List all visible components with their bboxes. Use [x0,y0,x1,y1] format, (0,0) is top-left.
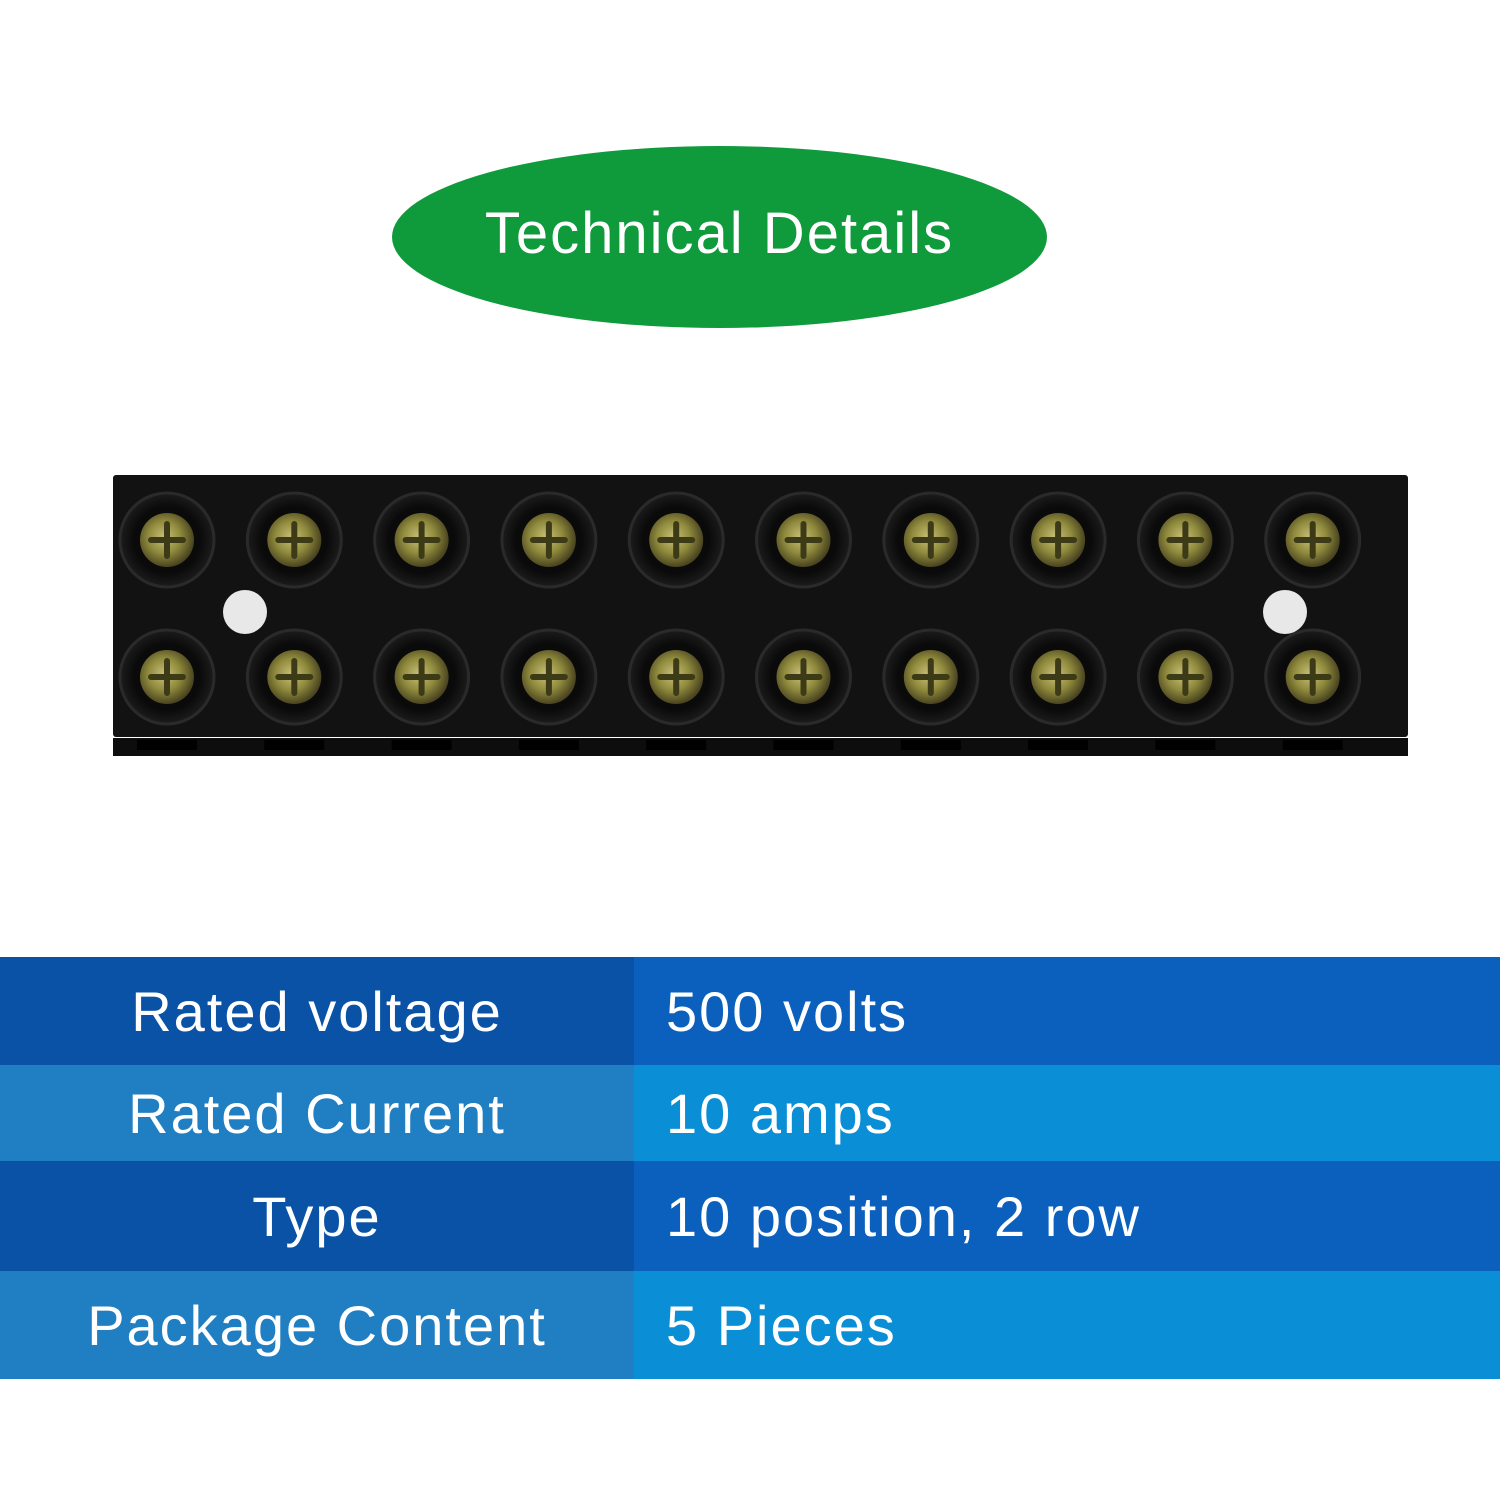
wire-slot [773,740,834,750]
spec-value: 500 volts [634,957,1500,1065]
spec-label: Rated Current [0,1065,634,1161]
wire-slot [646,740,707,750]
screw-terminal [373,491,471,589]
spec-value: 10 position, 2 row [634,1161,1500,1271]
screw-terminal [500,491,598,589]
wire-slot [137,740,197,750]
screw-terminal [373,628,471,726]
screw-terminal [1009,628,1107,726]
spec-table: Rated voltage 500 volts Rated Current 10… [0,957,1500,1379]
badge-title: Technical Details [484,200,955,266]
screw-terminal [245,491,343,589]
screw-terminal [118,628,216,726]
technical-details-badge: Technical Details [392,146,1047,328]
wire-slot [518,740,579,750]
screw-terminal [882,491,980,589]
wire-slot [900,740,961,750]
screw-terminal [755,491,852,589]
screw-terminal [627,628,725,726]
wire-slot [391,740,452,750]
spec-label: Package Content [0,1271,634,1379]
terminal-block-drawing [113,475,1408,756]
screw-terminal [118,491,216,589]
mount-hole-left [223,590,267,634]
screw-terminal [245,628,343,726]
terminal-block-image [105,470,1415,760]
screw-terminal [755,628,852,726]
screw-terminal [500,628,598,726]
screw-terminal [1264,491,1362,589]
wire-slot [1155,740,1216,750]
spec-row-package-content: Package Content 5 Pieces [0,1271,1500,1379]
wire-slot [1282,740,1343,750]
screw-terminal [627,491,725,589]
mount-hole-right [1263,590,1307,634]
spec-label: Rated voltage [0,957,634,1065]
screw-terminal [1009,491,1107,589]
screw-terminal [1136,628,1234,726]
screw-terminal [1136,491,1234,589]
wire-slot [264,740,325,750]
screw-terminal [882,628,980,726]
spec-row-type: Type 10 position, 2 row [0,1161,1500,1271]
spec-value: 10 amps [634,1065,1500,1161]
spec-value: 5 Pieces [634,1271,1500,1379]
screw-terminal [1264,628,1362,726]
spec-label: Type [0,1161,634,1271]
spec-row-rated-voltage: Rated voltage 500 volts [0,957,1500,1065]
wire-slot [1028,740,1089,750]
spec-row-rated-current: Rated Current 10 amps [0,1065,1500,1161]
